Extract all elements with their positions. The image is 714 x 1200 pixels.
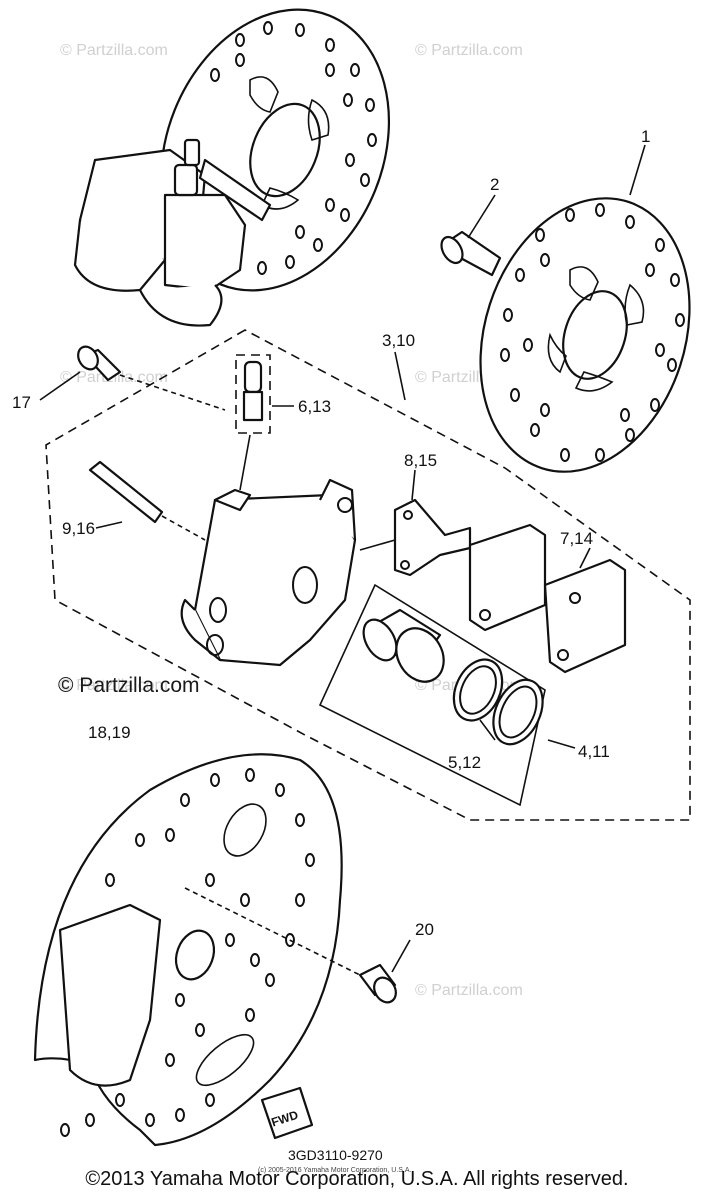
seal-part-4 xyxy=(492,678,544,746)
callout-labels: 1 2 3,10 4,11 5,12 6,13 7,14 8,15 9,16 1… xyxy=(12,127,650,939)
bolt-part-20 xyxy=(358,963,397,1004)
bolt-part-17 xyxy=(77,345,226,411)
leader-lines xyxy=(39,144,646,973)
bolt-part-2 xyxy=(440,230,502,277)
callout-3-10: 3,10 xyxy=(382,331,415,350)
piston-seal-group xyxy=(318,583,546,807)
callout-2: 2 xyxy=(490,175,499,194)
disc-holes xyxy=(500,203,685,462)
callout-5-12: 5,12 xyxy=(448,753,481,772)
callout-20: 20 xyxy=(415,920,434,939)
callout-8-15: 8,15 xyxy=(404,451,437,470)
callout-17: 17 xyxy=(12,393,31,412)
watermark-faint: © Partzilla.com xyxy=(415,42,523,59)
watermark-faint: © Partzilla.com xyxy=(60,677,168,694)
caliper-body-part xyxy=(180,478,357,667)
pad-support-part-8 xyxy=(393,498,472,577)
callout-6-13: 6,13 xyxy=(298,397,331,416)
brake-disc-part-1 xyxy=(479,197,691,473)
disc-holes xyxy=(210,21,377,275)
small-copyright: (c) 2005-2016 Yamaha Motor Corporation, … xyxy=(258,1167,411,1174)
cover-holes xyxy=(60,768,315,1137)
assembled-caliper-top xyxy=(73,138,272,327)
seal-part-5 xyxy=(452,658,504,722)
watermark-faint: © Partzilla.com xyxy=(60,42,168,59)
caliper-assembly-boundary xyxy=(45,329,691,821)
callout-4-11: 4,11 xyxy=(578,742,610,761)
callout-18-19: 18,19 xyxy=(88,723,131,742)
forward-direction-badge: FWD xyxy=(260,1086,314,1140)
pin-part-9 xyxy=(88,460,206,541)
callout-9-16: 9,16 xyxy=(62,519,95,538)
callout-1: 1 xyxy=(641,127,650,146)
footer-copyright: ©2013 Yamaha Motor Corporation, U.S.A. A… xyxy=(85,1168,629,1190)
callout-7-14: 7,14 xyxy=(560,529,593,548)
watermark-prominent: © Partzilla.com xyxy=(58,674,200,697)
diagram-code: 3GD3110-9270 xyxy=(288,1147,383,1163)
watermark-faint: © Partzilla.com xyxy=(415,982,523,999)
disc-cover-part-18 xyxy=(33,753,371,1147)
bleed-screw-part-6 xyxy=(235,354,271,491)
brake-pads-part-7 xyxy=(468,523,627,674)
